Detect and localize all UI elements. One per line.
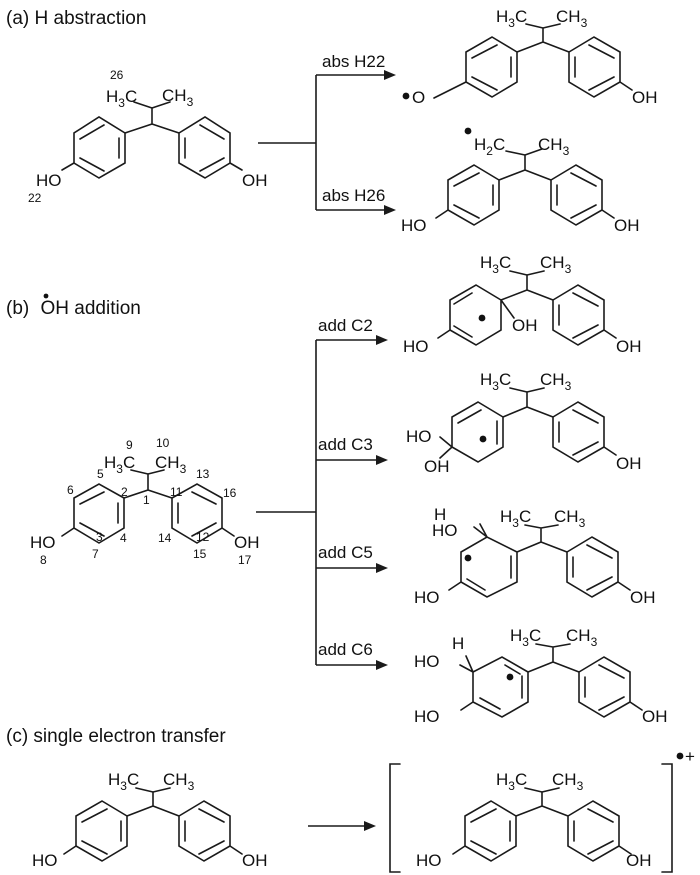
svg-text:H3C: H3C <box>510 626 541 649</box>
svg-text:HO: HO <box>414 707 440 726</box>
svg-text:5: 5 <box>97 467 104 481</box>
product-add-c6: H H3C CH3 HO HO OH <box>414 626 668 726</box>
svg-text:H3C: H3C <box>104 453 135 476</box>
svg-text:13: 13 <box>196 467 210 481</box>
svg-text:HO: HO <box>401 216 427 235</box>
svg-text:H3C: H3C <box>496 770 527 793</box>
svg-text:H: H <box>452 634 464 653</box>
svg-text:HO: HO <box>30 533 56 552</box>
svg-text:CH3: CH3 <box>554 507 586 530</box>
svg-text:OH: OH <box>632 88 658 107</box>
svg-text:OH: OH <box>642 707 668 726</box>
svg-text:H3C: H3C <box>496 7 527 30</box>
svg-text:12: 12 <box>196 530 210 544</box>
svg-text:CH3: CH3 <box>540 370 572 393</box>
reactant-c: H3C CH3 HO OH <box>32 770 268 870</box>
svg-text:8: 8 <box>40 553 47 567</box>
svg-text:11: 11 <box>170 485 183 499</box>
svg-text:HO: HO <box>32 851 58 870</box>
svg-text:9: 9 <box>126 438 133 452</box>
hydroxyl-right-label: OH <box>242 171 268 190</box>
svg-text:OH: OH <box>242 851 268 870</box>
svg-text:3: 3 <box>96 530 103 544</box>
svg-text:OH: OH <box>424 457 450 476</box>
svg-text:10: 10 <box>156 436 170 450</box>
svg-text:H3C: H3C <box>480 253 511 276</box>
svg-text:OH: OH <box>512 316 538 335</box>
svg-text:CH3: CH3 <box>155 453 187 476</box>
arrow-label-abs-h22: abs H22 <box>322 52 385 71</box>
svg-text:H3C: H3C <box>480 370 511 393</box>
product-abs-h22: H3C CH3 O OH <box>402 7 658 107</box>
svg-text:6: 6 <box>67 483 74 497</box>
hydroxyl-left-label: HO <box>36 171 62 190</box>
bracket-right <box>661 763 673 873</box>
product-add-c2: H3C CH3 OH HO OH <box>403 253 642 356</box>
svg-text:CH3: CH3 <box>552 770 584 793</box>
svg-text:add C5: add C5 <box>318 543 373 562</box>
svg-text:OH: OH <box>616 454 642 473</box>
svg-text:CH3: CH3 <box>556 7 588 30</box>
svg-text:16: 16 <box>223 486 237 500</box>
svg-text:OH: OH <box>616 337 642 356</box>
svg-text:HO: HO <box>414 652 440 671</box>
radical-dot-title <box>43 293 49 299</box>
arrow-label-abs-h26: abs H26 <box>322 186 385 205</box>
svg-text:OH: OH <box>626 851 652 870</box>
arrow-c <box>308 821 376 831</box>
svg-text:H3C: H3C <box>500 507 531 530</box>
product-add-c3: H3C CH3 HO OH OH <box>406 370 642 476</box>
svg-text:H: H <box>434 505 446 524</box>
bonds-reactant-a <box>61 101 243 179</box>
svg-text:HO: HO <box>416 851 442 870</box>
atom-number-26: 26 <box>110 68 124 82</box>
atom-number-22: 22 <box>28 191 42 205</box>
svg-text:add C2: add C2 <box>318 316 373 335</box>
svg-text:CH3: CH3 <box>566 626 598 649</box>
reactant-b: 9 10 H3C CH3 1 2 3 4 5 6 7 8 11 12 13 14… <box>30 436 260 567</box>
radical-dot-ch2 <box>464 127 472 135</box>
svg-text:17: 17 <box>238 553 252 567</box>
svg-text:2: 2 <box>121 485 128 499</box>
svg-text:add C6: add C6 <box>318 640 373 659</box>
svg-text:HO: HO <box>414 588 440 607</box>
methyl-right-label: CH3 <box>162 86 194 109</box>
svg-text:add C3: add C3 <box>318 435 373 454</box>
radical-dot-cation <box>676 752 684 760</box>
product-radical-cation: + H3C CH3 HO OH <box>389 747 695 873</box>
svg-text:7: 7 <box>92 547 99 561</box>
svg-text:H2C: H2C <box>474 135 505 158</box>
svg-text:HO: HO <box>406 427 432 446</box>
oxygen-radical-label: O <box>412 88 425 107</box>
svg-text:CH3: CH3 <box>163 770 195 793</box>
svg-text:HO: HO <box>403 337 429 356</box>
svg-text:4: 4 <box>120 531 127 545</box>
reactant-a: 26 H3C CH3 HO 22 OH <box>28 68 268 205</box>
svg-text:OH: OH <box>630 588 656 607</box>
arrows-a: abs H22 abs H26 <box>258 52 396 215</box>
product-add-c5: H H3C CH3 HO HO OH <box>414 505 656 607</box>
product-abs-h26: H2C CH3 HO OH <box>401 127 640 235</box>
charge-plus: + <box>685 747 695 766</box>
svg-text:(b) OH addition: (b) OH addition <box>6 298 141 319</box>
svg-text:H3C: H3C <box>108 770 139 793</box>
svg-text:OH: OH <box>614 216 640 235</box>
section-b-title: (b) OH addition <box>6 293 141 319</box>
radical-dot-o <box>402 92 410 100</box>
svg-text:15: 15 <box>193 547 207 561</box>
section-c-title: (c) single electron transfer <box>6 726 226 747</box>
methyl-left-label: H3C <box>106 87 137 110</box>
svg-text:CH3: CH3 <box>540 253 572 276</box>
arrows-b: add C2 add C3 add C5 add C6 <box>256 316 388 670</box>
svg-text:OH: OH <box>234 533 260 552</box>
section-a-title: (a) H abstraction <box>6 8 146 29</box>
svg-text:HO: HO <box>432 521 458 540</box>
bracket-left <box>389 763 401 873</box>
svg-text:14: 14 <box>158 531 172 545</box>
svg-text:1: 1 <box>143 493 150 507</box>
svg-text:CH3: CH3 <box>538 135 570 158</box>
